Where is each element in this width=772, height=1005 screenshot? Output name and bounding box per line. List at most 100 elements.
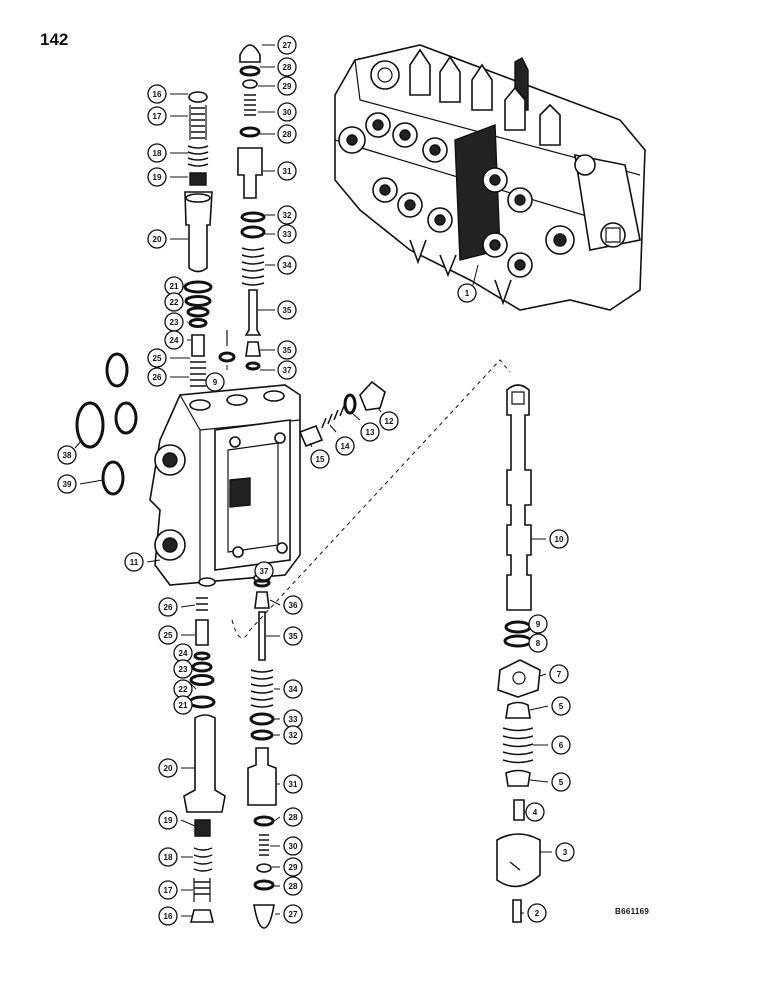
callout-number: 18 bbox=[164, 853, 173, 862]
callout-number: 26 bbox=[164, 603, 173, 612]
callout-number: 37 bbox=[283, 366, 292, 375]
callout-28: 28 bbox=[277, 124, 297, 144]
callout-37: 37 bbox=[254, 561, 274, 581]
leader-c5a bbox=[529, 705, 549, 711]
o-ring-38-inner bbox=[114, 401, 138, 435]
callout-circle bbox=[283, 904, 303, 924]
callout-circle bbox=[527, 903, 547, 923]
valve-assembly-illustration bbox=[334, 44, 646, 311]
callout-number: 28 bbox=[283, 130, 292, 139]
upper-left-parts-stack bbox=[183, 91, 213, 387]
callout-circle bbox=[549, 664, 569, 684]
callout-circle bbox=[277, 76, 297, 96]
callout-circle bbox=[283, 725, 303, 745]
callout-circle bbox=[57, 445, 77, 465]
callout-16: 16 bbox=[147, 84, 167, 104]
leader-c7 bbox=[539, 673, 547, 677]
callout-28: 28 bbox=[283, 876, 303, 896]
callout-number: 5 bbox=[559, 778, 564, 787]
callout-number: 8 bbox=[536, 639, 541, 648]
callout-7: 7 bbox=[549, 664, 569, 684]
callout-circle bbox=[277, 300, 297, 320]
callout-circle bbox=[57, 474, 77, 494]
callout-22: 22 bbox=[173, 679, 193, 699]
callout-number: 24 bbox=[170, 336, 179, 345]
callout-number: 2 bbox=[535, 909, 540, 918]
callout-circle bbox=[147, 167, 167, 187]
callout-number: 33 bbox=[289, 715, 298, 724]
o-ring-left-upper bbox=[105, 352, 129, 388]
callout-21: 21 bbox=[173, 695, 193, 715]
callout-5: 5 bbox=[551, 696, 571, 716]
callout-number: 29 bbox=[289, 863, 298, 872]
callout-32: 32 bbox=[283, 725, 303, 745]
callout-number: 23 bbox=[170, 318, 179, 327]
callout-number: 6 bbox=[559, 741, 564, 750]
callout-number: 30 bbox=[283, 108, 292, 117]
callout-circle bbox=[528, 633, 548, 653]
callout-26: 26 bbox=[147, 367, 167, 387]
callout-35: 35 bbox=[277, 300, 297, 320]
page-number: 142 bbox=[40, 30, 69, 49]
callout-circle bbox=[158, 758, 178, 778]
callout-circle bbox=[283, 807, 303, 827]
callout-circle bbox=[158, 625, 178, 645]
callout-circle bbox=[147, 367, 167, 387]
callout-number: 35 bbox=[283, 306, 292, 315]
callout-28: 28 bbox=[277, 57, 297, 77]
callout-number: 36 bbox=[289, 601, 298, 610]
callout-circle bbox=[283, 836, 303, 856]
callout-16: 16 bbox=[158, 906, 178, 926]
callout-number: 38 bbox=[63, 451, 72, 460]
callout-circle bbox=[525, 802, 545, 822]
leader-c26b bbox=[180, 604, 196, 608]
callout-circle bbox=[277, 224, 297, 244]
callout-circle bbox=[277, 57, 297, 77]
lower-left-parts-stack bbox=[183, 597, 226, 923]
callout-number: 31 bbox=[283, 167, 292, 176]
callout-circle bbox=[277, 35, 297, 55]
callout-31: 31 bbox=[277, 161, 297, 181]
assembly-line bbox=[231, 359, 511, 639]
leader-c11 bbox=[146, 559, 161, 563]
callout-number: 28 bbox=[289, 882, 298, 891]
callout-number: 18 bbox=[153, 149, 162, 158]
callout-number: 15 bbox=[316, 455, 325, 464]
callout-31: 31 bbox=[283, 774, 303, 794]
callout-number: 39 bbox=[63, 480, 72, 489]
callout-circle bbox=[147, 348, 167, 368]
callout-4: 4 bbox=[525, 802, 545, 822]
callout-22: 22 bbox=[164, 292, 184, 312]
callout-2: 2 bbox=[527, 903, 547, 923]
callout-39: 39 bbox=[57, 474, 77, 494]
callout-24: 24 bbox=[173, 643, 193, 663]
callout-circle bbox=[335, 436, 355, 456]
callout-15: 15 bbox=[310, 449, 330, 469]
callout-number: 32 bbox=[283, 211, 292, 220]
callout-number: 22 bbox=[170, 298, 179, 307]
callout-circle bbox=[147, 84, 167, 104]
callout-circle bbox=[283, 626, 303, 646]
leader-c38 bbox=[74, 439, 83, 449]
callout-20: 20 bbox=[147, 229, 167, 249]
callout-circle bbox=[551, 696, 571, 716]
callout-number: 13 bbox=[366, 428, 375, 437]
callout-35: 35 bbox=[277, 340, 297, 360]
callout-number: 28 bbox=[283, 63, 292, 72]
callout-number: 20 bbox=[164, 764, 173, 773]
callout-number: 4 bbox=[533, 808, 538, 817]
leader-c1 bbox=[472, 264, 479, 286]
callout-number: 34 bbox=[289, 685, 298, 694]
callout-number: 10 bbox=[555, 535, 564, 544]
leader-c5b bbox=[529, 779, 549, 783]
leader-c14 bbox=[329, 424, 337, 433]
callout-25: 25 bbox=[158, 625, 178, 645]
callout-12: 12 bbox=[379, 411, 399, 431]
callout-33: 33 bbox=[283, 709, 303, 729]
callout-number: 20 bbox=[153, 235, 162, 244]
callout-number: 28 bbox=[289, 813, 298, 822]
callout-number: 26 bbox=[153, 373, 162, 382]
callout-20: 20 bbox=[158, 758, 178, 778]
callout-number: 24 bbox=[179, 649, 188, 658]
